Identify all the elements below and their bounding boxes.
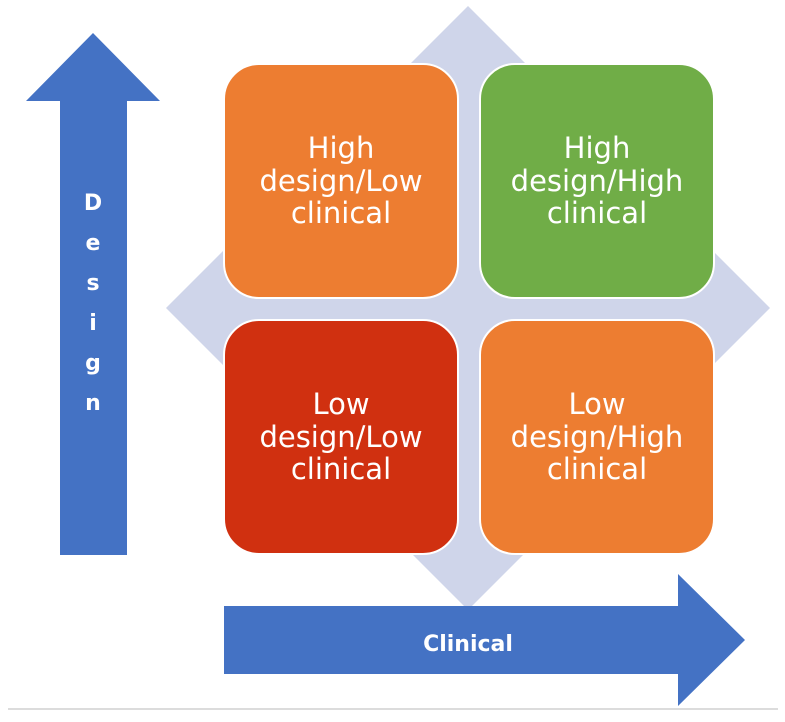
quadrant-low-design-low-clinical: Low design/Low clinical [223, 319, 459, 555]
design-axis-letter: D [83, 191, 103, 216]
clinical-axis-label: Clinical [423, 632, 513, 657]
quadrant-label: Low design/High clinical [510, 387, 684, 487]
quadrant-label: Low design/Low clinical [259, 387, 423, 487]
design-axis-letter: e [85, 231, 101, 256]
design-axis-letter: i [89, 311, 97, 336]
quadrant-high-design-high-clinical: High design/High clinical [479, 63, 715, 299]
design-axis-letter: g [85, 351, 101, 376]
bottom-divider-line [8, 708, 778, 710]
quadrant-label: High design/High clinical [510, 131, 684, 231]
design-axis-arrow [26, 33, 160, 555]
quadrant-label: High design/Low clinical [259, 131, 423, 231]
clinical-axis-arrow [224, 574, 745, 706]
design-axis-letter: s [86, 271, 100, 296]
quadrant-low-design-high-clinical: Low design/High clinical [479, 319, 715, 555]
quadrant-high-design-low-clinical: High design/Low clinical [223, 63, 459, 299]
design-axis-letter: n [85, 391, 101, 416]
